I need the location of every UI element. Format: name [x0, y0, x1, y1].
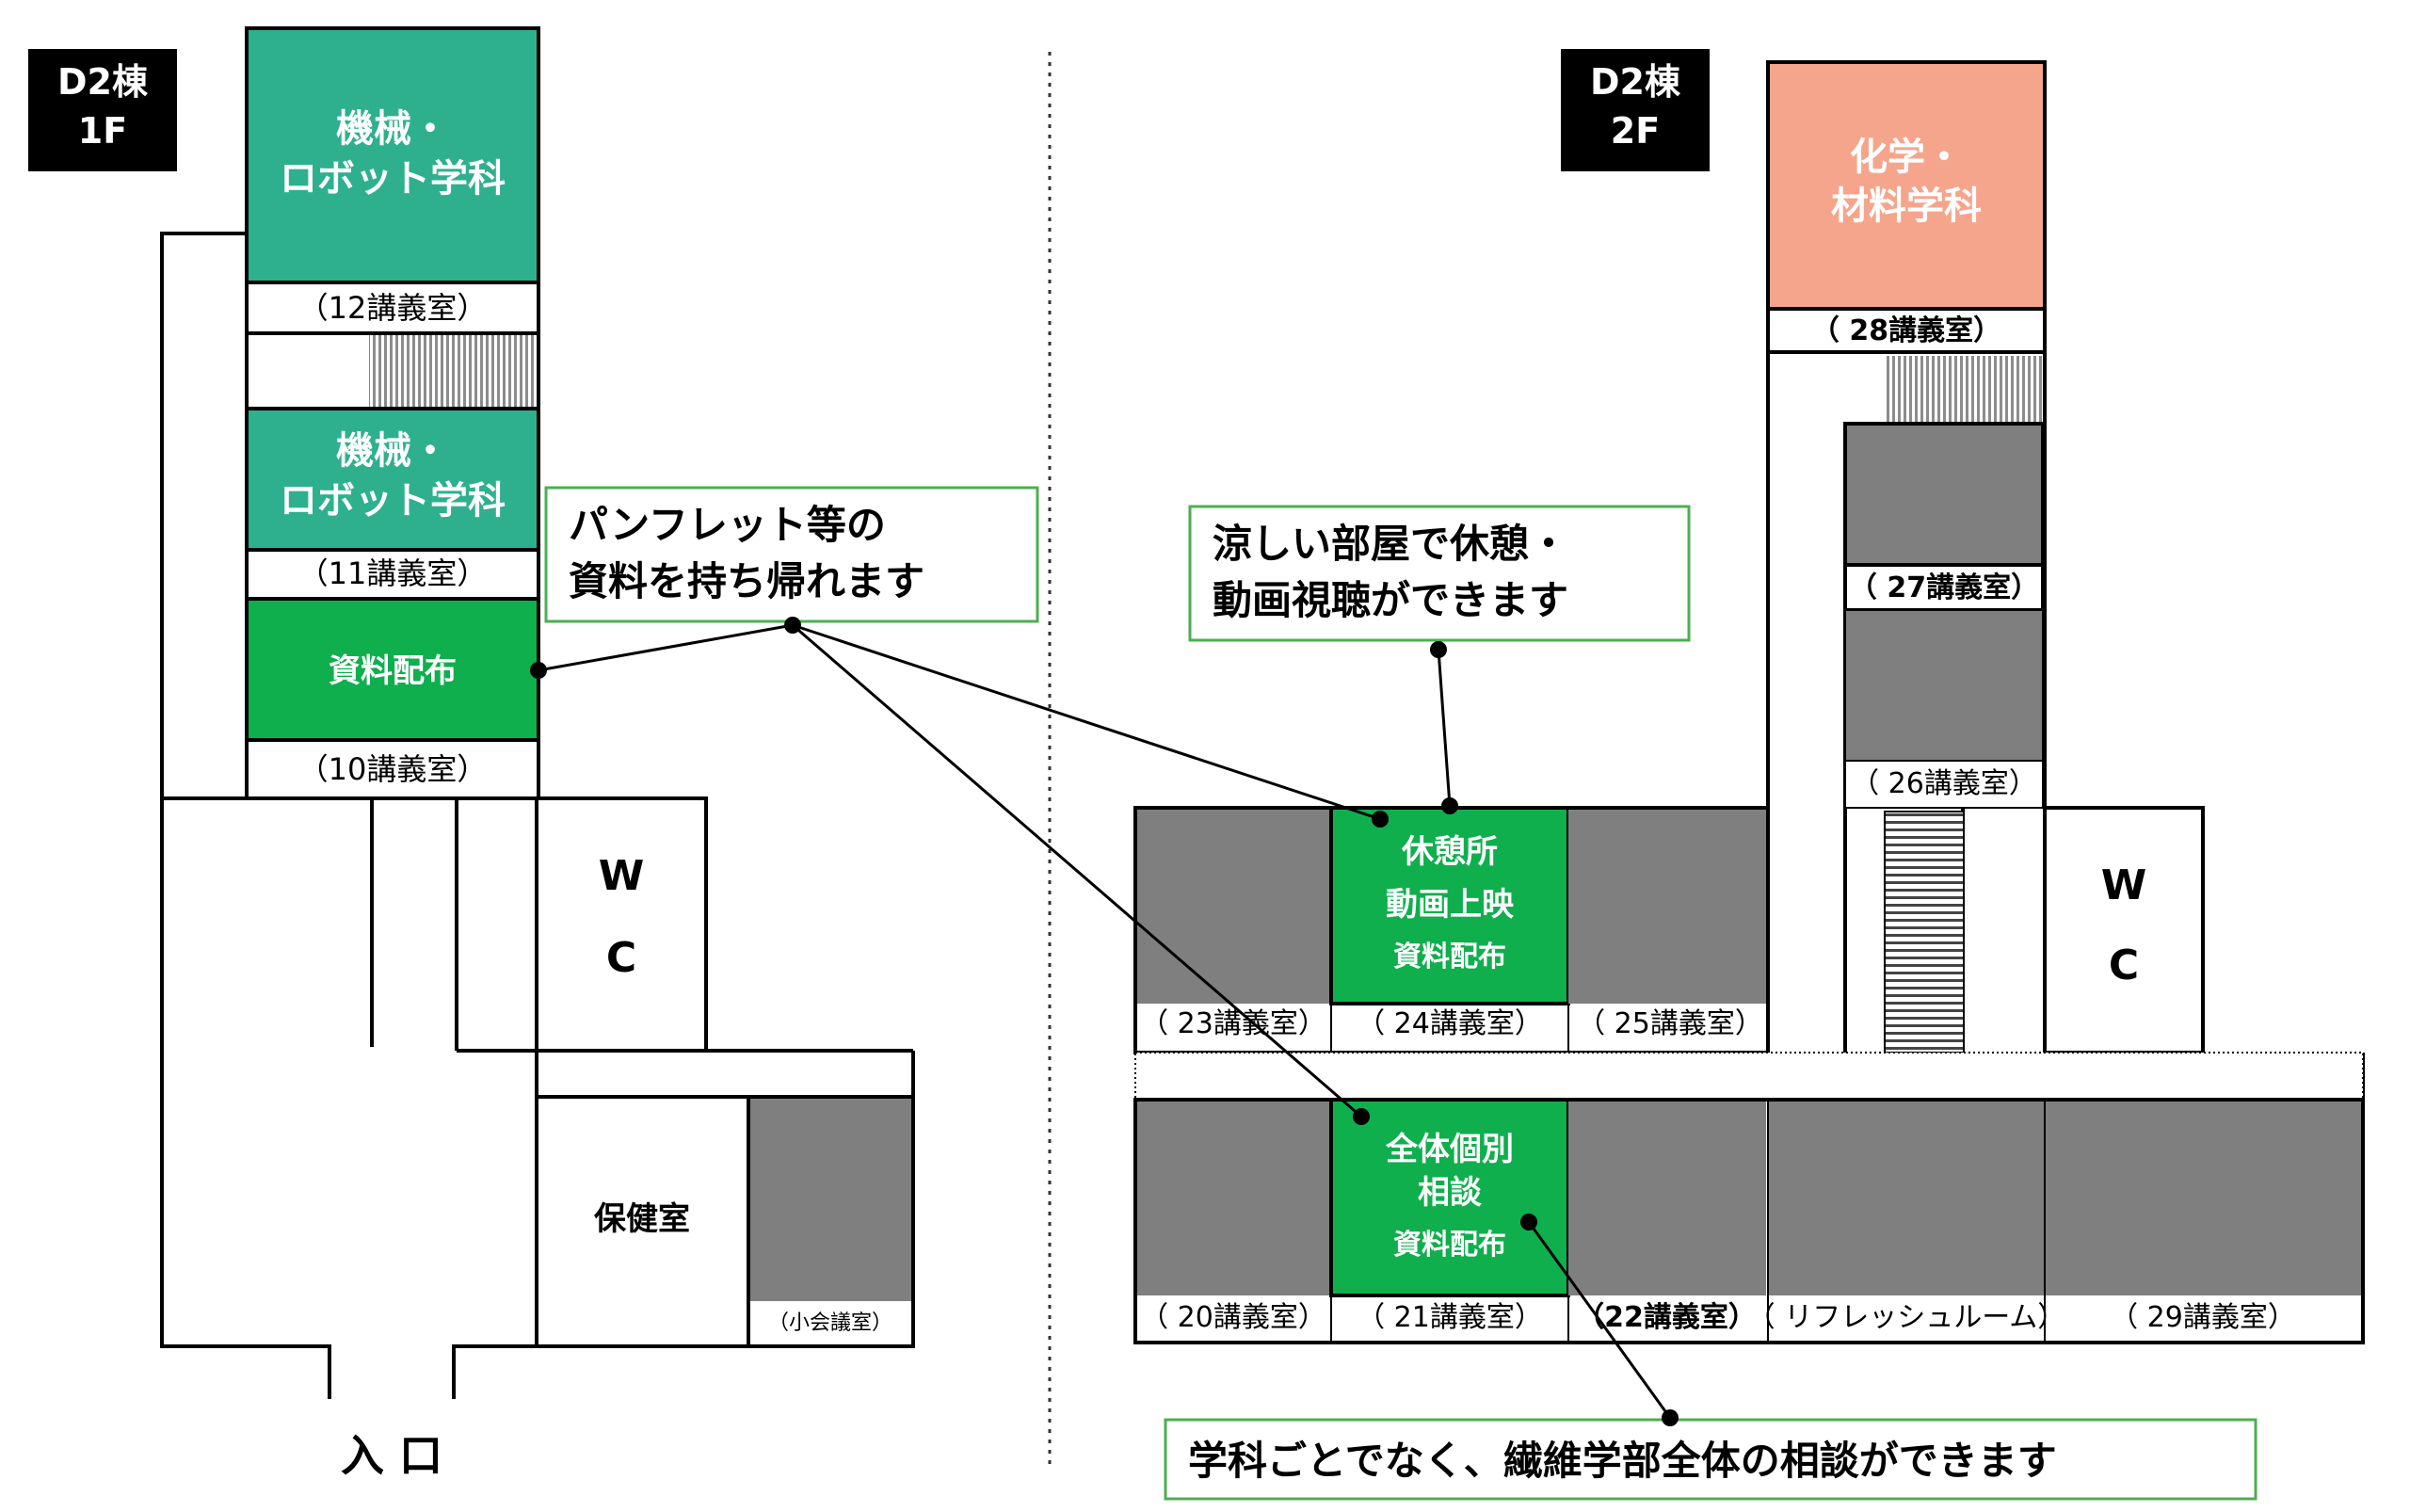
- health-room-label: 保健室: [594, 1200, 690, 1238]
- room12-title-line2: ロボット学科: [280, 157, 506, 201]
- refresh-room-label: （ リフレッシュルーム）: [1747, 1301, 2066, 1334]
- room-20: [1137, 1102, 1331, 1295]
- floor2-wc: [2043, 806, 2205, 1054]
- room21-line3: 資料配布: [1393, 1229, 1506, 1262]
- room24-label: （ 24講義室）: [1357, 1007, 1543, 1040]
- health-room: [535, 1095, 750, 1348]
- room-12: [245, 26, 540, 284]
- refresh-room: [1768, 1102, 2045, 1295]
- consult-callout: [1164, 1418, 2257, 1501]
- floor2-wc-line1: W: [2101, 861, 2147, 909]
- room24-line2: 動画上映: [1386, 886, 1514, 924]
- room24-line3: 資料配布: [1393, 941, 1506, 973]
- floor2-building-tag: D2棟 2F: [1561, 49, 1710, 171]
- room-27: [1843, 422, 2045, 567]
- room21-line2: 相談: [1418, 1174, 1483, 1212]
- room12-label: （12講義室）: [298, 290, 488, 326]
- room-25: [1568, 810, 1766, 1004]
- room10-title: 資料配布: [329, 652, 457, 690]
- floor1-tag-building: D2棟: [57, 61, 149, 103]
- rest-callout-line2: 動画視聴ができます: [1213, 577, 1568, 623]
- floor-2: D2棟 2F 化学・ 材料学科 （ 28講義室） （ 27講義室） （ 26講義…: [1133, 49, 2365, 1344]
- room-26: [1844, 609, 2044, 762]
- callouts: パンフレット等の 資料を持ち帰れます 涼しい部屋で休憩・ 動画視聴ができます 学…: [530, 486, 2257, 1501]
- room11-title-line1: 機械・: [336, 429, 449, 473]
- room28-label-box: [1766, 307, 2047, 354]
- room21-line1: 全体個別: [1385, 1131, 1514, 1168]
- small-meeting-room-fill: [750, 1099, 911, 1301]
- floor2-tag-building: D2棟: [1590, 61, 1681, 103]
- room22-label: （22講義室）: [1576, 1301, 1757, 1334]
- floor2-tag-floor: 2F: [1611, 110, 1660, 152]
- leader-lines: [538, 623, 1672, 1419]
- room-23: [1137, 810, 1331, 1004]
- floor-1: D2棟 1F 機械・ ロボット学科 （12講義室） 機械・ ロボット学科: [28, 26, 915, 1481]
- rest-callout: [1188, 505, 1691, 642]
- floor1-tag-floor: 1F: [78, 110, 127, 152]
- room29-label: （ 29講義室）: [2110, 1301, 2296, 1334]
- room28-title-line1: 化学・: [1850, 136, 1963, 179]
- small-meeting-room-label: （小会議室）: [768, 1311, 892, 1335]
- room-10: [245, 597, 540, 742]
- room27-label: （ 27講義室）: [1849, 571, 2039, 604]
- leader-dots: [530, 617, 1679, 1426]
- room-29: [2045, 1102, 2361, 1295]
- room27-label-box: [1843, 563, 2045, 612]
- floor2-upper-stairs: [1886, 356, 2043, 422]
- room10-label-box: [245, 738, 540, 800]
- pamphlet-callout-line1: パンフレット等の: [569, 502, 886, 548]
- room-11: [245, 407, 540, 552]
- room20-label: （ 20講義室）: [1140, 1301, 1326, 1334]
- floor1-stairs: [369, 335, 537, 407]
- room25-label: （ 25講義室）: [1577, 1007, 1763, 1040]
- rest-callout-line1: 涼しい部屋で休憩・: [1213, 521, 1568, 567]
- floor2-corridor: [1134, 1052, 2364, 1101]
- room11-label: （11講義室）: [298, 555, 488, 591]
- floor1-wc: [535, 796, 708, 1053]
- floor1-wc-line2: C: [606, 934, 636, 982]
- room23-label: （ 23講義室）: [1140, 1007, 1326, 1040]
- room24-line1: 休憩所: [1401, 833, 1498, 871]
- entrance-label: 入 口: [341, 1430, 442, 1481]
- room28-title-line2: 材料学科: [1831, 185, 1982, 228]
- room26-label: （ 26講義室）: [1851, 767, 2037, 800]
- room-21: [1329, 1098, 1570, 1297]
- room12-label-box: [245, 281, 540, 335]
- floor1-wc-line1: W: [599, 852, 645, 900]
- room28-label: （ 28講義室）: [1811, 314, 2001, 347]
- room-22: [1568, 1102, 1766, 1295]
- floor2-wc-line2: C: [2109, 941, 2139, 989]
- room26-label-box: [1844, 760, 2044, 809]
- room21-label: （ 21講義室）: [1357, 1301, 1543, 1334]
- room11-title-line2: ロボット学科: [280, 479, 506, 523]
- room12-title-line1: 機械・: [336, 107, 449, 151]
- room10-label: （10講義室）: [298, 751, 488, 787]
- floor2-lower-stairs: [1884, 811, 1965, 1054]
- floor1-building-tag: D2棟 1F: [28, 49, 177, 171]
- consult-callout-text: 学科ごとでなく、繊維学部全体の相談ができます: [1188, 1438, 2057, 1484]
- pamphlet-callout-line2: 資料を持ち帰れます: [569, 558, 924, 604]
- room-28: [1766, 60, 2047, 311]
